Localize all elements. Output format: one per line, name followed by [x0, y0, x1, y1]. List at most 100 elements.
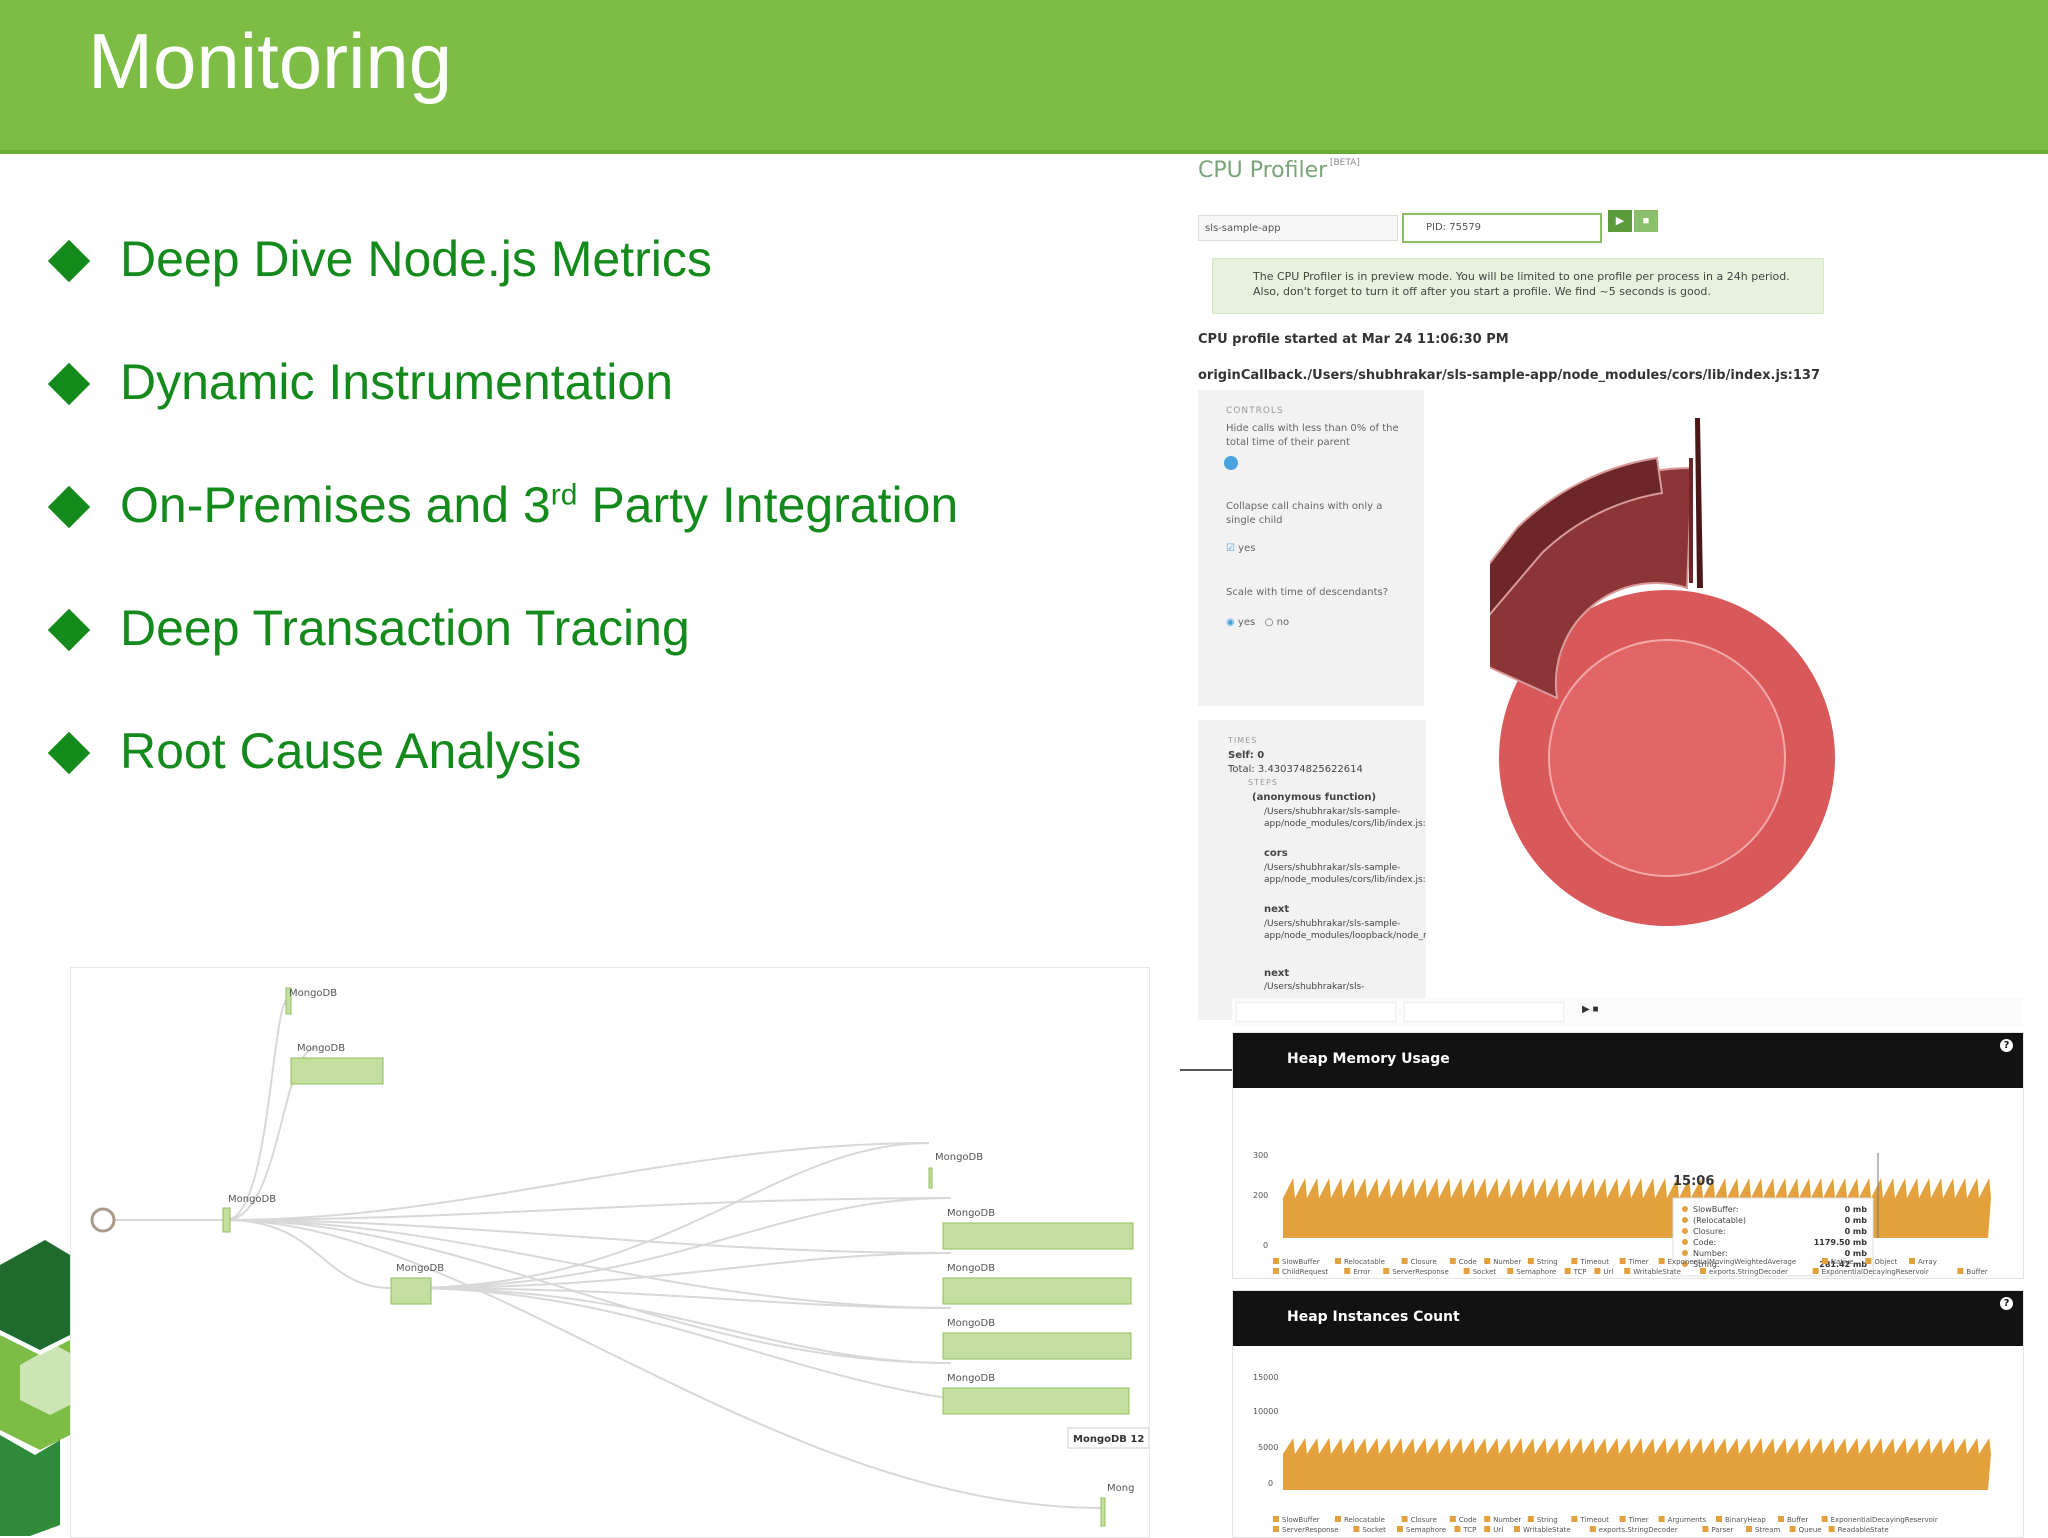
legend-label[interactable]: Socket: [1473, 1268, 1497, 1276]
legend-label[interactable]: Semaphore: [1406, 1526, 1446, 1534]
trace-node[interactable]: [390, 1277, 432, 1305]
trace-node-label: MongoDB: [396, 1263, 444, 1274]
legend-label[interactable]: Semaphore: [1516, 1268, 1556, 1276]
legend-swatch: [1353, 1526, 1360, 1532]
trace-node[interactable]: [222, 1207, 231, 1233]
legend-label[interactable]: BinaryHeap: [1725, 1516, 1766, 1524]
legend-swatch: [1514, 1526, 1520, 1532]
legend-label[interactable]: SlowBuffer: [1282, 1516, 1320, 1524]
legend-label[interactable]: Number: [1493, 1516, 1521, 1524]
legend-label[interactable]: ServerResponse: [1282, 1526, 1339, 1534]
legend-label[interactable]: Stream: [1755, 1526, 1781, 1534]
legend-label[interactable]: TCP: [1462, 1526, 1476, 1534]
profiler-toolbar-strip: ▶ ■: [1232, 998, 2022, 1026]
legend-label[interactable]: Number: [1493, 1258, 1521, 1266]
legend-label[interactable]: Code: [1459, 1516, 1477, 1524]
bullet-text: Deep Transaction Tracing: [120, 600, 690, 656]
legend-label[interactable]: exports.StringDecoder: [1599, 1526, 1678, 1534]
stop-button[interactable]: ■: [1634, 210, 1658, 232]
trace-node[interactable]: [942, 1222, 1134, 1250]
legend-label[interactable]: ExponentialDecayingReservoir: [1822, 1268, 1929, 1276]
trace-node[interactable]: [285, 987, 292, 1015]
legend-label[interactable]: Queue: [1799, 1526, 1822, 1534]
trace-node[interactable]: [1100, 1497, 1106, 1527]
legend-label[interactable]: Timer: [1628, 1516, 1649, 1524]
scale-label: Scale with time of descendants?: [1226, 587, 1389, 598]
legend-label[interactable]: Buffer: [1787, 1516, 1808, 1524]
legend-label[interactable]: ExponentialDecayingReservoir: [1831, 1516, 1938, 1524]
legend-label[interactable]: String: [1537, 1258, 1558, 1266]
legend-swatch: [1449, 1516, 1456, 1522]
tooltip-value: 0 mb: [1845, 1227, 1868, 1236]
help-icon[interactable]: ?: [2000, 1039, 2013, 1052]
legend-label[interactable]: Relocatable: [1344, 1516, 1385, 1524]
transaction-trace-map[interactable]: MongoDB MongoDB MongoDB MongoDB MongoDB …: [70, 967, 1150, 1538]
legend-label[interactable]: Array: [1918, 1258, 1937, 1266]
legend-label[interactable]: Timeout: [1579, 1258, 1609, 1266]
trace-node-label: Mong: [1107, 1483, 1134, 1494]
sunburst-spike[interactable]: [1689, 458, 1693, 583]
legend-label[interactable]: ChildRequest: [1282, 1268, 1328, 1276]
legend-label[interactable]: Buffer: [1966, 1268, 1987, 1276]
sunburst-segment[interactable]: [1490, 456, 1664, 653]
legend-label[interactable]: exports.StringDecoder: [1709, 1268, 1788, 1276]
heap-memory-chart[interactable]: 300 200 0 15:06 SlowBuffer:0 mb(Relocata…: [1233, 1088, 2023, 1278]
legend-label[interactable]: Closure: [1411, 1258, 1437, 1266]
instances-area-series[interactable]: [1283, 1438, 1991, 1490]
legend-swatch: [1401, 1258, 1408, 1264]
legend-swatch: [1700, 1268, 1706, 1274]
app-select[interactable]: sls-sample-app: [1198, 215, 1398, 241]
trace-node[interactable]: [290, 1057, 384, 1085]
legend-label[interactable]: WritableState: [1633, 1268, 1681, 1276]
legend-label[interactable]: Native: [1831, 1258, 1854, 1266]
trace-start-node[interactable]: [90, 1207, 116, 1233]
legend-label[interactable]: Parser: [1711, 1526, 1733, 1534]
legend-label[interactable]: String: [1537, 1516, 1558, 1524]
legend-label[interactable]: Code: [1459, 1258, 1477, 1266]
strip-play-icon[interactable]: ▶ ■: [1582, 1004, 1599, 1015]
trace-node[interactable]: [928, 1167, 933, 1189]
pid-select[interactable]: PID: 75579: [1402, 213, 1602, 243]
bullet-text-post: Party Integration: [577, 477, 959, 533]
y-tick: 10000: [1253, 1407, 1278, 1416]
strip-pid[interactable]: [1404, 1002, 1564, 1022]
diamond-bullet-icon: [47, 362, 91, 406]
legend-label[interactable]: ServerResponse: [1392, 1268, 1449, 1276]
legend-label[interactable]: Error: [1353, 1268, 1370, 1276]
legend-label[interactable]: Object: [1874, 1258, 1897, 1266]
legend-label[interactable]: Timeout: [1579, 1516, 1609, 1524]
legend-label[interactable]: Timer: [1628, 1258, 1649, 1266]
sunburst-center[interactable]: [1548, 639, 1786, 877]
strip-select[interactable]: [1236, 1002, 1396, 1022]
sunburst-spike[interactable]: [1695, 418, 1703, 588]
legend-label[interactable]: ExponentialMovingWeightedAverage: [1668, 1258, 1797, 1266]
trace-node[interactable]: [942, 1387, 1130, 1415]
legend-label[interactable]: Url: [1493, 1526, 1503, 1534]
trace-node-label: MongoDB: [947, 1373, 995, 1384]
trace-node[interactable]: [942, 1332, 1132, 1360]
collapse-checkbox[interactable]: ☑ yes: [1226, 542, 1406, 556]
hover-time: 15:06: [1673, 1174, 1714, 1189]
legend-label[interactable]: Relocatable: [1344, 1258, 1385, 1266]
legend-label[interactable]: TCP: [1573, 1268, 1587, 1276]
legend-swatch: [1658, 1516, 1665, 1522]
hide-calls-slider[interactable]: [1224, 456, 1238, 470]
legend-label[interactable]: Arguments: [1668, 1516, 1707, 1524]
legend-label[interactable]: Url: [1603, 1268, 1613, 1276]
controls-heading: CONTROLS: [1226, 406, 1284, 416]
legend-label[interactable]: Closure: [1411, 1516, 1437, 1524]
legend-label[interactable]: ReadableState: [1838, 1526, 1889, 1534]
help-icon[interactable]: ?: [2000, 1297, 2013, 1310]
legend-label[interactable]: Socket: [1362, 1526, 1386, 1534]
legend-label[interactable]: WritableState: [1523, 1526, 1571, 1534]
play-button[interactable]: ▶: [1608, 210, 1632, 232]
legend-swatch: [1507, 1268, 1514, 1274]
step-path: /Users/shubhrakar/sls-: [1264, 982, 1365, 992]
flame-sunburst-chart[interactable]: [1490, 400, 1970, 1010]
trace-node[interactable]: [942, 1277, 1132, 1305]
diamond-bullet-icon: [47, 485, 91, 529]
legend-label[interactable]: SlowBuffer: [1282, 1258, 1320, 1266]
scale-radio-group[interactable]: ◉ yes ○ no: [1226, 616, 1406, 630]
heap-area-series[interactable]: [1283, 1178, 1991, 1238]
